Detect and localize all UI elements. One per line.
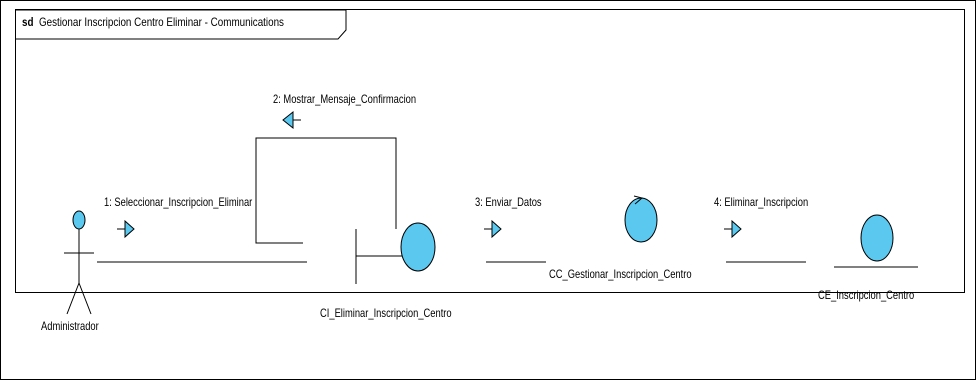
control-arrowhead (633, 195, 644, 205)
entity-label[interactable]: CE_Inscripcion_Centro (818, 288, 915, 302)
frame-keyword: sd (22, 15, 34, 29)
control-label[interactable]: CC_Gestionar_Inscripcion_Centro (549, 267, 692, 281)
frame-title: sd Gestionar Inscripcion Centro Eliminar… (22, 15, 284, 29)
frame-title-text: Gestionar Inscripcion Centro Eliminar - … (38, 15, 284, 29)
message-arrow-2 (282, 110, 301, 130)
message-label-4[interactable]: 4: Eliminar_Inscripcion (714, 195, 809, 209)
entity-circle (860, 214, 894, 262)
message-label-3[interactable]: 3: Enviar_Datos (475, 195, 542, 209)
frame-label-tab (16, 10, 347, 40)
link-confirmation-return (255, 137, 397, 244)
message-label-2[interactable]: 2: Mostrar_Mensaje_Confirmacion (273, 92, 417, 106)
boundary-circle (400, 222, 436, 272)
actor-icon[interactable] (64, 210, 94, 315)
message-arrow-4 (724, 219, 742, 239)
entity-icon[interactable] (834, 214, 918, 268)
actor-head (72, 210, 86, 230)
boundary-label[interactable]: CI_Eliminar_Inscripcion_Centro (320, 306, 452, 320)
message-arrow-1 (117, 219, 135, 239)
sequence-frame: sd Gestionar Inscripcion Centro Eliminar… (15, 9, 965, 293)
message-arrow-3 (484, 219, 502, 239)
control-circle (624, 197, 658, 243)
message-label-1[interactable]: 1: Seleccionar_Inscripcion_Eliminar (104, 195, 253, 209)
actor-label[interactable]: Administrador (41, 319, 99, 333)
boundary-icon[interactable] (355, 222, 436, 284)
control-icon[interactable] (624, 195, 658, 243)
